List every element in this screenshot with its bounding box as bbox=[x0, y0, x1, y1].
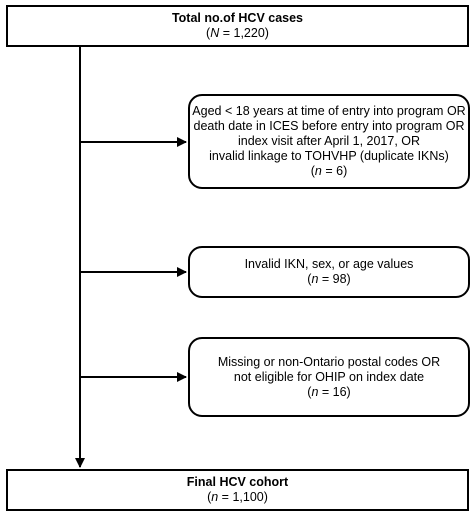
exclusion-1-line: death date in ICES before entry into pro… bbox=[193, 119, 465, 133]
total-cases-count-label: N bbox=[210, 26, 220, 40]
exclusion-1-line: index visit after April 1, 2017, OR bbox=[237, 134, 421, 148]
final-cohort-count: (n = 1,100) bbox=[207, 490, 268, 504]
exclusion-box-postal-ohip: Missing or non-Ontario postal codes OR n… bbox=[188, 337, 470, 417]
exclusion-2-count-label: n bbox=[311, 272, 319, 286]
final-cohort-count-value: = 1,100 bbox=[218, 490, 264, 504]
exclusion-1-count-label: n bbox=[314, 164, 322, 178]
exclusion-2-line: Invalid IKN, sex, or age values bbox=[244, 257, 414, 271]
exclusion-3-count-value: = 16 bbox=[318, 384, 347, 399]
exclusion-1-count: (n = 6) bbox=[310, 164, 348, 178]
exclusion-1-count-value: = 6 bbox=[321, 164, 344, 178]
exclusion-1-line: invalid linkage to TOHVHP (duplicate IKN… bbox=[209, 149, 449, 163]
exclusion-1-line: Aged < 18 years at time of entry into pr… bbox=[192, 104, 466, 118]
total-cases-count-value: = 1,220 bbox=[219, 26, 265, 40]
final-cohort-box: Final HCV cohort (n = 1,100) bbox=[6, 469, 469, 511]
exclusion-3-count: (n = 16) bbox=[307, 384, 351, 399]
exclusion-box-age-death-linkage: Aged < 18 years at time of entry into pr… bbox=[188, 94, 470, 189]
exclusion-2-count-value: = 98 bbox=[318, 272, 347, 286]
final-cohort-title: Final HCV cohort bbox=[186, 475, 289, 489]
exclusion-3-line: not eligible for OHIP on index date bbox=[233, 369, 425, 384]
total-cases-count: (N = 1,220) bbox=[206, 26, 269, 40]
exclusion-box-invalid-values: Invalid IKN, sex, or age values (n = 98) bbox=[188, 246, 470, 298]
exclusion-2-count: (n = 98) bbox=[307, 272, 351, 286]
total-cases-title: Total no.of HCV cases bbox=[171, 11, 304, 25]
final-cohort-count-label: n bbox=[211, 490, 219, 504]
total-cases-box: Total no.of HCV cases (N = 1,220) bbox=[6, 5, 469, 47]
exclusion-3-count-label: n bbox=[311, 384, 319, 399]
exclusion-3-line: Missing or non-Ontario postal codes OR bbox=[217, 354, 441, 369]
